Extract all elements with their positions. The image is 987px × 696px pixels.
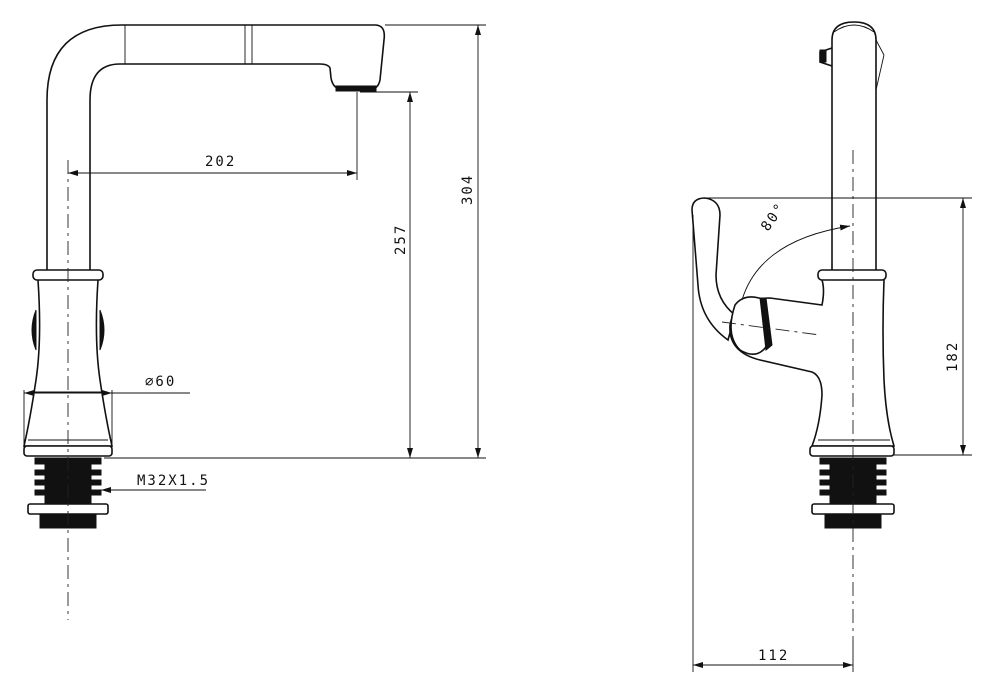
spray-nozzle [335,85,377,92]
dim-handle-angle: 80° [758,199,789,234]
dim-body-diameter: ∅60 [145,374,176,390]
dim-spout-reach: 202 [205,154,236,170]
side-handle [691,197,736,342]
side-base [809,445,895,457]
front-view-faucet [22,24,386,620]
side-view-faucet [691,21,896,640]
dim-total-height: 304 [460,174,476,205]
side-collar [817,269,887,281]
front-dimensions: 202 304 257 ∅60 M32X1.5 [23,24,486,493]
dim-thread: M32X1.5 [137,473,210,489]
side-spout [831,21,877,270]
front-spout [46,24,386,270]
dim-handle-height: 182 [945,341,961,372]
dim-outlet-height: 257 [393,224,409,255]
dim-handle-reach: 112 [758,648,789,664]
